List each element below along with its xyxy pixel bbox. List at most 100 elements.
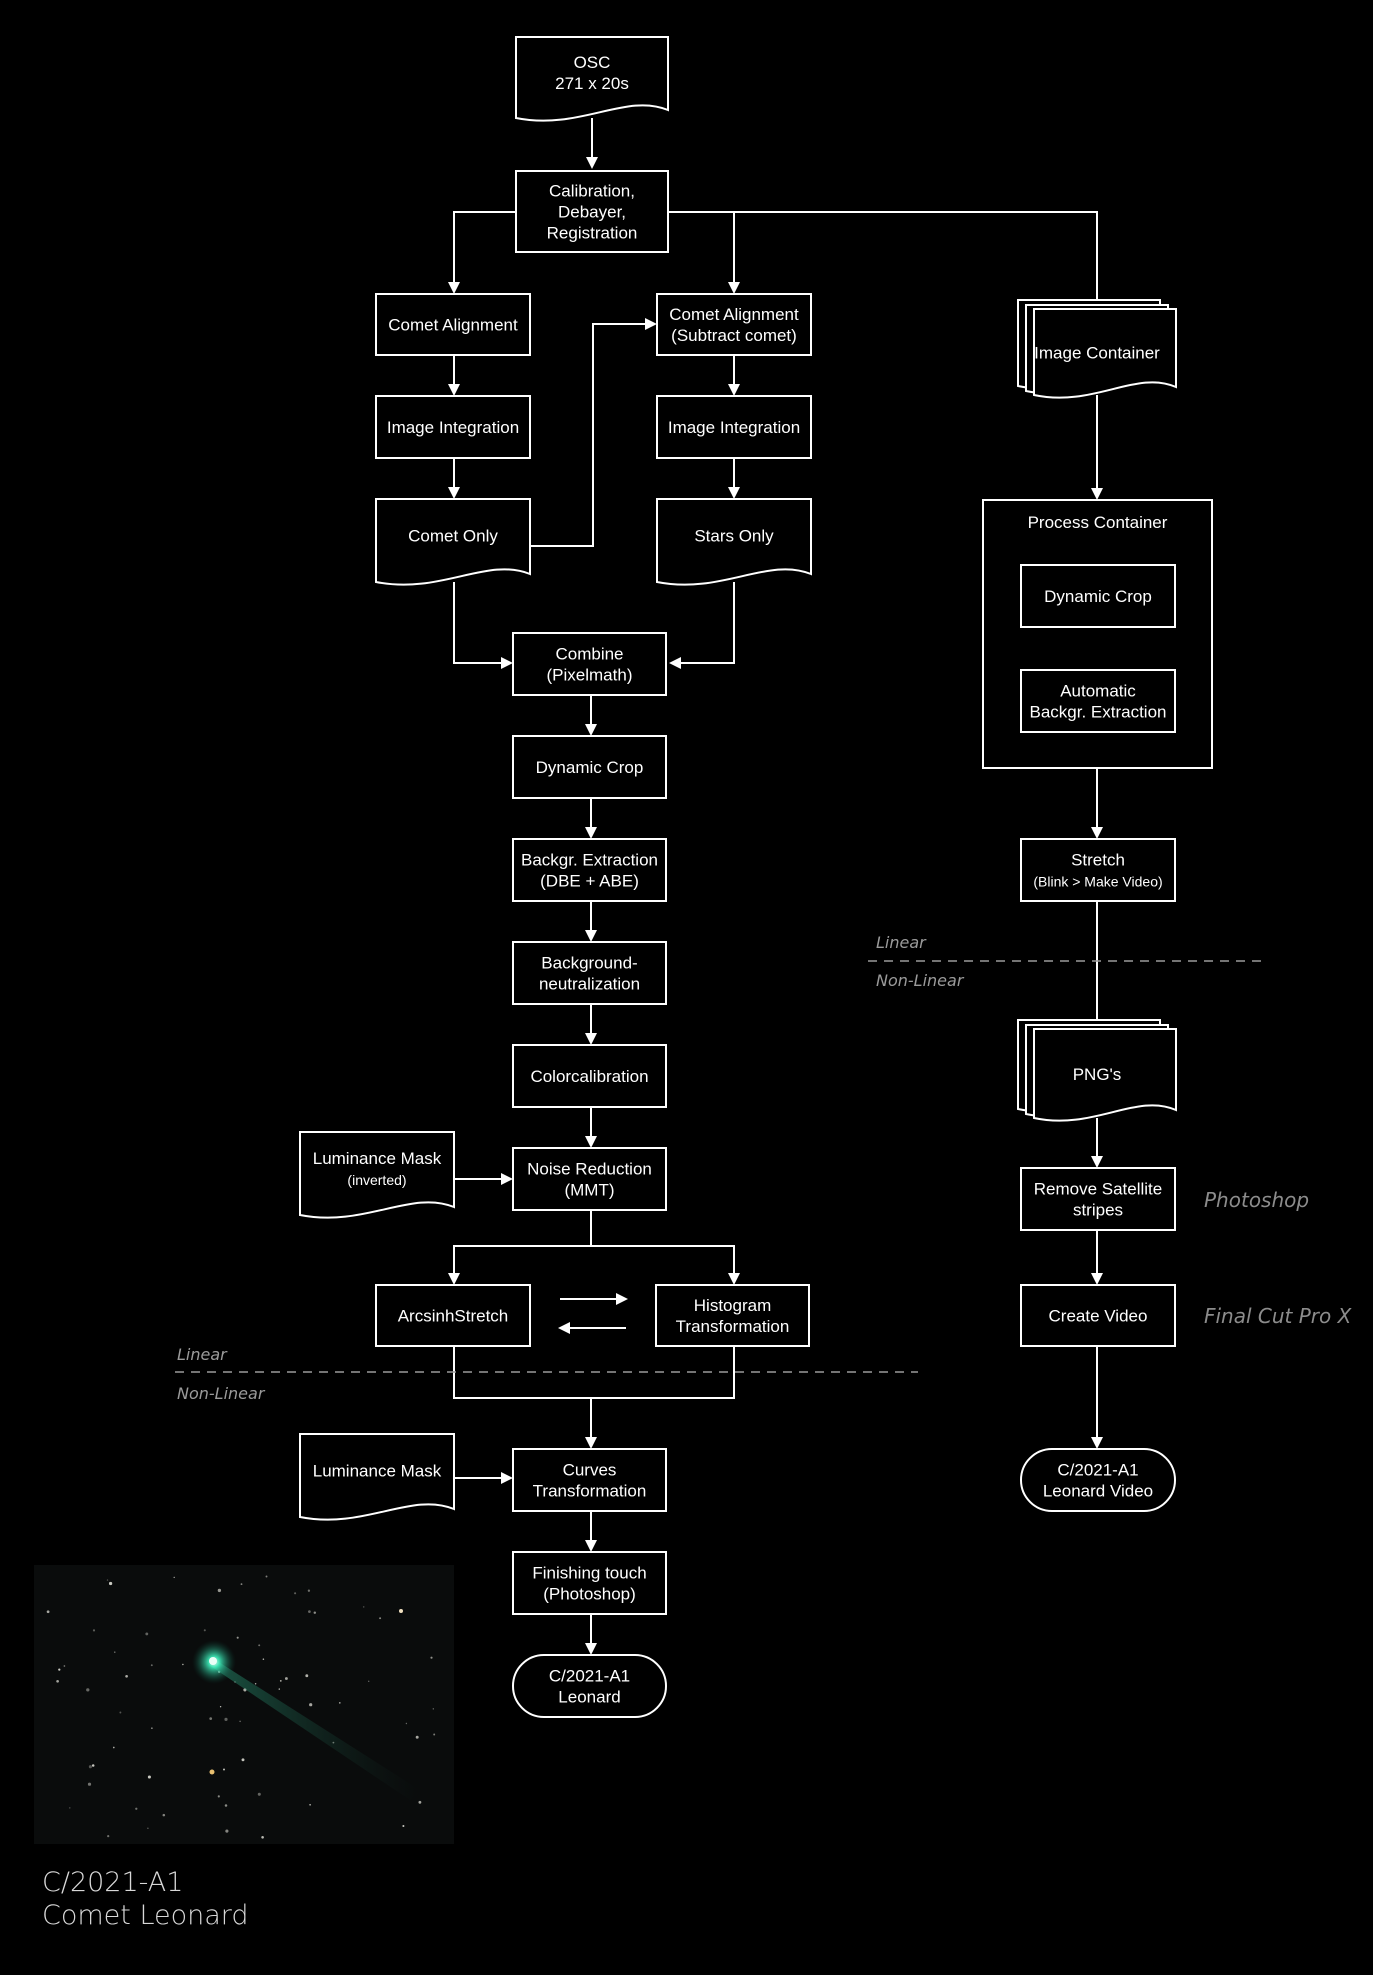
star — [58, 1668, 61, 1671]
node-process-container-line-1: Process Container — [1028, 513, 1168, 532]
star — [294, 1592, 297, 1595]
star — [262, 1658, 265, 1660]
star — [225, 1829, 229, 1833]
star — [145, 1632, 149, 1636]
node-curves-line-2: Transformation — [533, 1482, 647, 1501]
node-stars-only: Stars Only — [656, 498, 812, 586]
caption-subtitle: Comet Leonard — [42, 1900, 249, 1931]
star — [254, 1683, 257, 1685]
star — [430, 1656, 433, 1659]
star — [241, 1758, 245, 1762]
star — [236, 1636, 239, 1639]
node-osc-line-2: 271 x 20s — [555, 74, 629, 93]
star — [203, 1629, 206, 1632]
star — [112, 1746, 115, 1749]
star — [239, 1720, 241, 1723]
star — [418, 1800, 422, 1804]
node-stretch-line-1: Stretch — [1071, 851, 1125, 870]
node-pc-dynamic-crop-line-1: Dynamic Crop — [1044, 587, 1152, 606]
node-stretch-line-2: (Blink > Make Video) — [1033, 874, 1162, 890]
node-pc-abe-line-1: Automatic — [1060, 682, 1136, 701]
edge-stars-only-combine — [669, 582, 735, 669]
star — [265, 1575, 268, 1578]
star — [338, 1702, 341, 1704]
node-noise-reduction: Noise Reduction (MMT) — [512, 1147, 667, 1211]
node-image-container-line-1: Image Container — [1034, 344, 1160, 363]
star — [217, 1588, 222, 1593]
node-finishing-line-2: (Photoshop) — [543, 1585, 636, 1604]
caption-title: C/2021-A1 — [42, 1867, 184, 1898]
node-create-video-line-1: Create Video — [1049, 1307, 1148, 1326]
star — [46, 1610, 50, 1614]
edge-comet-only-to-subtract — [530, 318, 657, 547]
node-comet-alignment-line-1: Comet Alignment — [388, 316, 518, 335]
edge-stretch-merge-curves — [453, 1346, 735, 1447]
star — [309, 1803, 311, 1806]
star — [258, 1644, 261, 1647]
node-dynamic-crop-line-1: Dynamic Crop — [536, 758, 644, 777]
star — [88, 1765, 92, 1769]
node-noise-reduction-line-2: (MMT) — [564, 1181, 614, 1200]
node-bg-neutralization-line-1: Background- — [541, 954, 637, 973]
node-pc-abe-line-2: Backgr. Extraction — [1029, 703, 1166, 722]
node-integration-left: Image Integration — [375, 395, 531, 459]
star — [151, 1727, 153, 1729]
star — [63, 1665, 66, 1667]
node-leonard-line-1: C/2021-A1 — [549, 1667, 630, 1686]
node-comet-only-line-1: Comet Only — [408, 527, 498, 546]
star — [278, 1688, 280, 1690]
star — [257, 1792, 261, 1796]
node-lum-mask-line-1: Luminance Mask — [313, 1462, 442, 1481]
star — [432, 1708, 434, 1710]
star — [173, 1576, 175, 1579]
node-histogram-line-2: Transformation — [676, 1317, 790, 1336]
edge-comet-only-combine — [453, 582, 513, 669]
node-integration-right: Image Integration — [656, 395, 812, 459]
node-backgr-extraction-line-1: Backgr. Extraction — [521, 851, 658, 870]
node-calibration-line-1: Calibration, — [549, 182, 635, 201]
star — [399, 1609, 403, 1613]
node-calibration-line-2: Debayer, — [558, 203, 626, 222]
star — [147, 1775, 151, 1779]
node-lum-mask-inv-line-2: (inverted) — [347, 1172, 406, 1188]
node-combine: Combine(Pixelmath) — [512, 632, 667, 696]
star — [223, 1768, 225, 1771]
star — [107, 1835, 110, 1838]
edge-calibration-comet-alignment — [448, 211, 516, 294]
separator-left-top-label: Linear — [177, 1345, 228, 1364]
comet-photo — [34, 1565, 454, 1844]
star — [368, 1680, 370, 1682]
star — [108, 1581, 113, 1586]
star — [119, 1711, 122, 1714]
star — [125, 1674, 128, 1678]
edge-noise-histogram — [591, 1245, 740, 1285]
star — [56, 1679, 59, 1683]
node-bg-neutralization-line-2: neutralization — [539, 975, 640, 994]
node-pc-dynamic-crop: Dynamic Crop — [1020, 564, 1176, 628]
star — [217, 1795, 220, 1798]
node-noise-reduction-line-1: Noise Reduction — [527, 1160, 652, 1179]
tool-label-photoshop: Photoshop — [1204, 1188, 1309, 1212]
star — [135, 1807, 138, 1810]
node-colorcalibration: Colorcalibration — [512, 1044, 667, 1108]
star — [379, 1617, 382, 1620]
node-lum-mask: Luminance Mask — [299, 1433, 455, 1521]
node-stars-only-line-1: Stars Only — [694, 527, 774, 546]
star — [69, 1807, 71, 1809]
node-create-video: Create Video — [1020, 1284, 1176, 1347]
node-colorcalibration-line-1: Colorcalibration — [530, 1067, 648, 1086]
node-stretch: Stretch (Blink > Make Video) — [1020, 838, 1176, 902]
node-combine-line-1: Combine — [555, 645, 623, 664]
node-lum-mask-inv-line-1: Luminance Mask — [313, 1149, 442, 1168]
separator-right-top-label: Linear — [876, 933, 927, 952]
edge-calibration-comet-alignment-sub — [668, 211, 740, 294]
node-backgr-extraction-line-2: (DBE + ABE) — [540, 872, 639, 891]
node-backgr-extraction: Backgr. Extraction (DBE + ABE) — [512, 838, 667, 902]
star — [402, 1824, 405, 1828]
